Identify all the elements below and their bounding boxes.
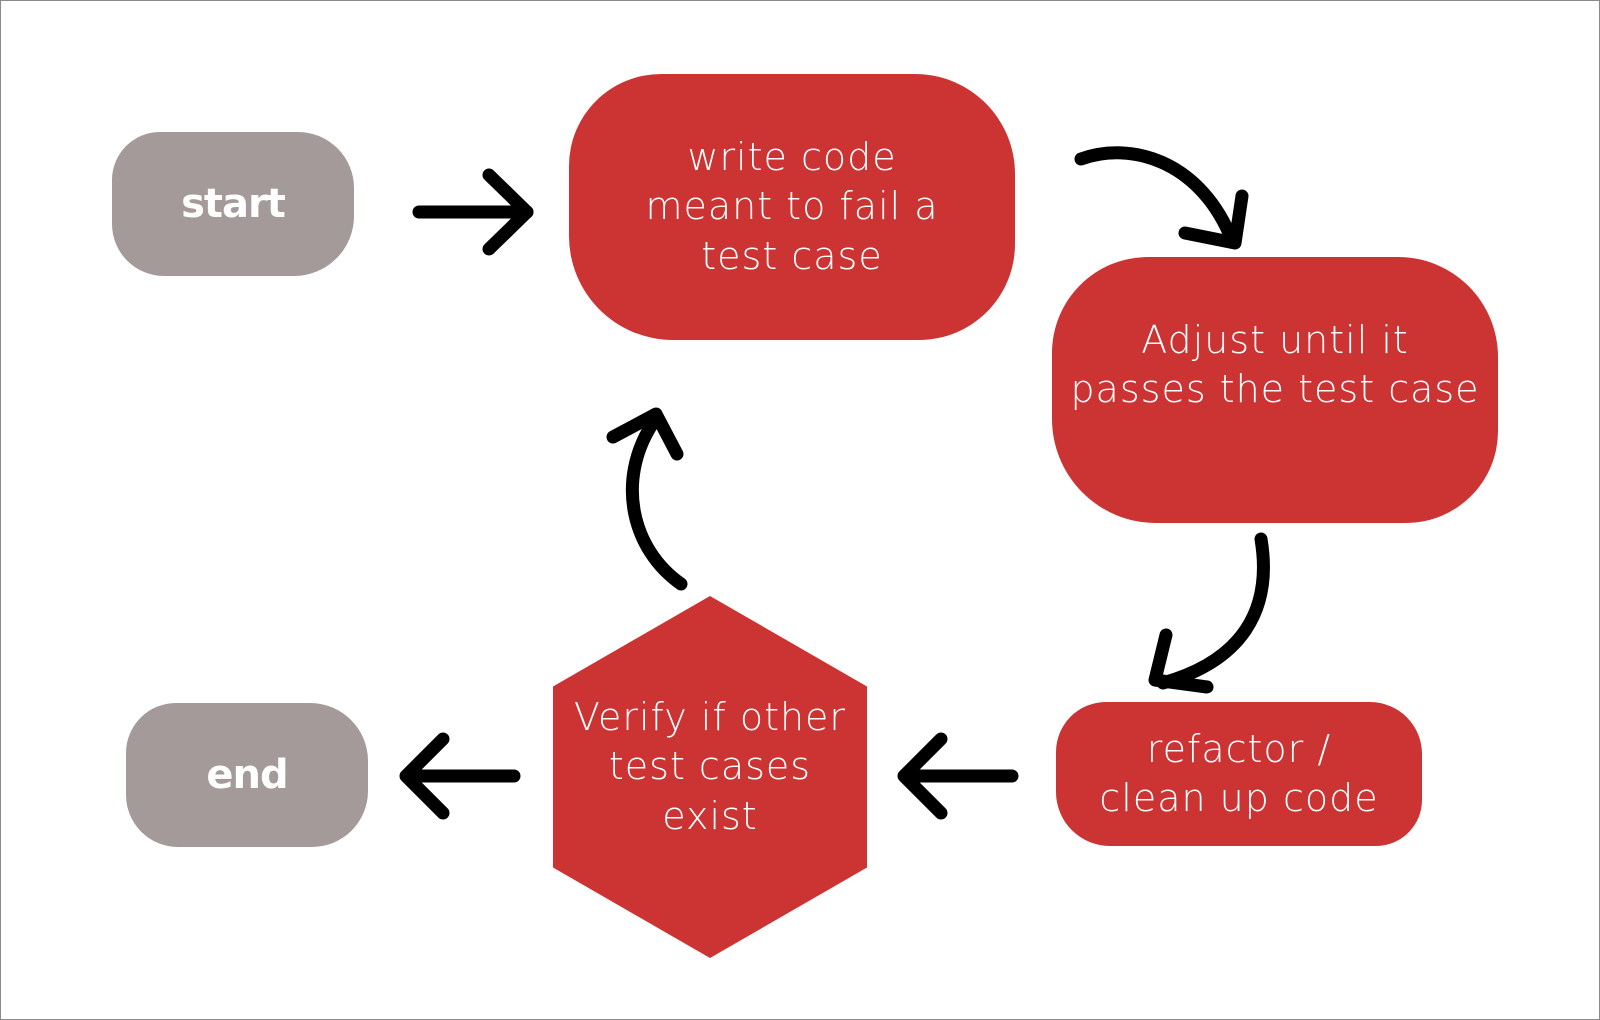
arrow-adjust-to-refactor <box>1148 532 1270 694</box>
arrow-start-to-write <box>412 168 534 256</box>
start-node: start <box>112 132 354 276</box>
refactor-label: refactor / clean up code <box>1099 725 1378 824</box>
arrow-verify-to-end <box>399 732 521 820</box>
adjust-line-2: passes the test case <box>1070 367 1480 411</box>
arrow-write-to-adjust <box>1074 146 1249 250</box>
write-code-line-1: write code <box>687 134 897 179</box>
arrow-refactor-to-verify <box>897 732 1019 820</box>
adjust-node: Adjust until it passes the test case <box>1052 257 1498 523</box>
verify-line-1: Verify if other <box>573 694 847 739</box>
adjust-line-1: Adjust until it <box>1141 317 1409 362</box>
end-label: end <box>206 752 288 798</box>
refactor-line-2: clean up code <box>1099 776 1379 820</box>
verify-node: Verify if other test cases exist <box>553 596 867 958</box>
end-node: end <box>126 703 368 847</box>
verify-line-3: exist <box>662 793 758 838</box>
verify-line-2: test cases <box>608 744 812 789</box>
arrow-verify-to-write <box>606 407 688 591</box>
adjust-label: Adjust until it passes the test case <box>1070 316 1479 415</box>
write-code-label: write code meant to fail a test case <box>645 133 938 281</box>
verify-label: Verify if other test cases exist <box>574 693 846 841</box>
start-label: start <box>181 181 286 227</box>
refactor-node: refactor / clean up code <box>1056 702 1422 846</box>
refactor-line-1: refactor / <box>1146 726 1332 771</box>
write-code-node: write code meant to fail a test case <box>569 74 1015 340</box>
write-code-line-2: meant to fail a <box>645 184 939 229</box>
write-code-line-3: test case <box>701 233 883 278</box>
